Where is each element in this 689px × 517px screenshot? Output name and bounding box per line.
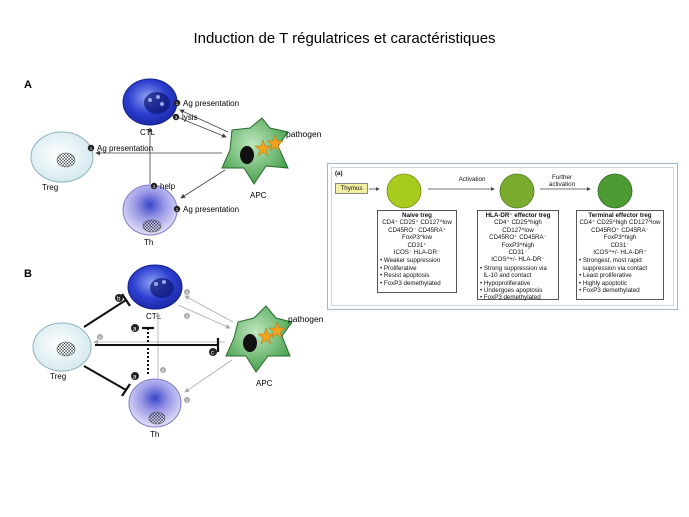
step-ag-treg: Ag presentation — [97, 144, 153, 153]
treg-label: Treg — [42, 183, 58, 192]
inhibit-a-line — [83, 365, 127, 391]
panel-a: A CTL Treg pathogen APC Th 1 Ag presenta… — [24, 78, 322, 247]
step-help: help — [160, 182, 176, 191]
marker-3-icon: 3 — [186, 314, 189, 319]
hla-effector-treg-icon — [499, 173, 535, 209]
marker-2-icon: 2 — [162, 368, 165, 373]
terminal-effector-treg-box: Terminal effector treg CD4⁺ CD25^high CD… — [576, 210, 664, 300]
step-ag-ctl: Ag presentation — [183, 99, 239, 108]
inhibit-b-line — [83, 299, 127, 328]
further-activation-label: Further activation — [548, 174, 576, 189]
treg-cell — [32, 322, 92, 372]
pathogen-label: pathogen — [288, 314, 324, 324]
apc-cell — [221, 117, 289, 185]
arrow-apc-ctl — [179, 109, 229, 133]
thymus-box: Thymus — [335, 183, 368, 194]
marker-1-icon: 1 — [176, 101, 179, 106]
step-lysis: lysis — [182, 113, 198, 122]
progression-arrows — [369, 173, 633, 209]
marker-a-icon: a — [133, 375, 137, 381]
arrow-apc-th — [180, 169, 226, 199]
treg-cell — [30, 131, 94, 183]
treg-label: Treg — [50, 372, 66, 381]
pathogen-icon — [254, 134, 284, 157]
marker-1-icon: 1 — [186, 398, 189, 403]
hla-effector-treg-box: HLA-DR⁻ effector treg CD4⁺ CD25^high CD1… — [477, 210, 559, 301]
th-label: Th — [150, 430, 159, 439]
apc-label: APC — [256, 379, 273, 388]
terminal-effector-treg-icon — [597, 173, 633, 209]
arrow-apc-ctl — [184, 295, 234, 323]
ctl-cell — [122, 78, 178, 126]
ctl-label: CTL — [140, 128, 156, 137]
naive-treg-icon — [386, 173, 422, 209]
ctl-label: CTL — [146, 312, 162, 321]
marker-1-icon: 1 — [99, 335, 102, 340]
activation-label: Activation — [458, 176, 486, 183]
ctl-cell — [127, 264, 183, 310]
naive-treg-box: Naive treg CD4⁺ CD25⁺ CD127^low CD45RO⁻ … — [377, 210, 457, 293]
step-ag-th: Ag presentation — [183, 205, 239, 214]
marker-a-icon: a — [133, 327, 137, 333]
th-cell — [122, 184, 178, 236]
arrow-ctl-apc — [171, 114, 227, 138]
panel-c-label: (a) — [335, 170, 343, 177]
apc-cell — [225, 305, 293, 373]
th-cell — [128, 378, 182, 428]
marker-1-icon: 1 — [186, 290, 189, 295]
marker-c-icon: c — [211, 351, 214, 357]
treg-subsets-inner — [331, 167, 674, 306]
arrow-apc-th — [184, 359, 233, 393]
arrow-ctl-apc — [177, 304, 231, 329]
pathogen-label: pathogen — [286, 129, 322, 139]
apc-label: APC — [250, 191, 267, 200]
marker-2-icon: 2 — [153, 184, 156, 189]
panel-b: B CTL Treg pathogen APC Th b a c — [24, 264, 324, 439]
marker-1-icon: 1 — [176, 207, 179, 212]
marker-1-icon: 1 — [90, 146, 93, 151]
panel-b-label: B — [24, 268, 32, 280]
marker-b-icon: b — [117, 297, 121, 303]
panel-a-label: A — [24, 79, 32, 91]
pathogen-icon — [257, 321, 286, 345]
slide-title: Induction de T régulatrices et caractéri… — [193, 30, 496, 47]
th-label: Th — [144, 238, 153, 247]
marker-3-icon: 3 — [175, 115, 178, 120]
